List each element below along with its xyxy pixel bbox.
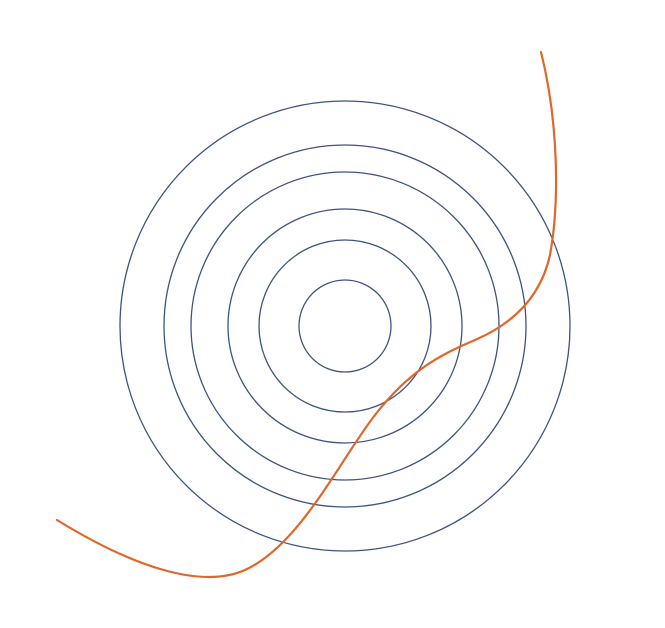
ring-2: [258, 239, 432, 413]
concentric-rings: [119, 100, 571, 552]
ring-5: [163, 144, 527, 508]
ring-3: [227, 208, 463, 444]
ring-6: [119, 100, 571, 552]
ring-4: [190, 171, 500, 481]
orange-curve: [55, 50, 558, 578]
ring-1: [298, 279, 392, 373]
